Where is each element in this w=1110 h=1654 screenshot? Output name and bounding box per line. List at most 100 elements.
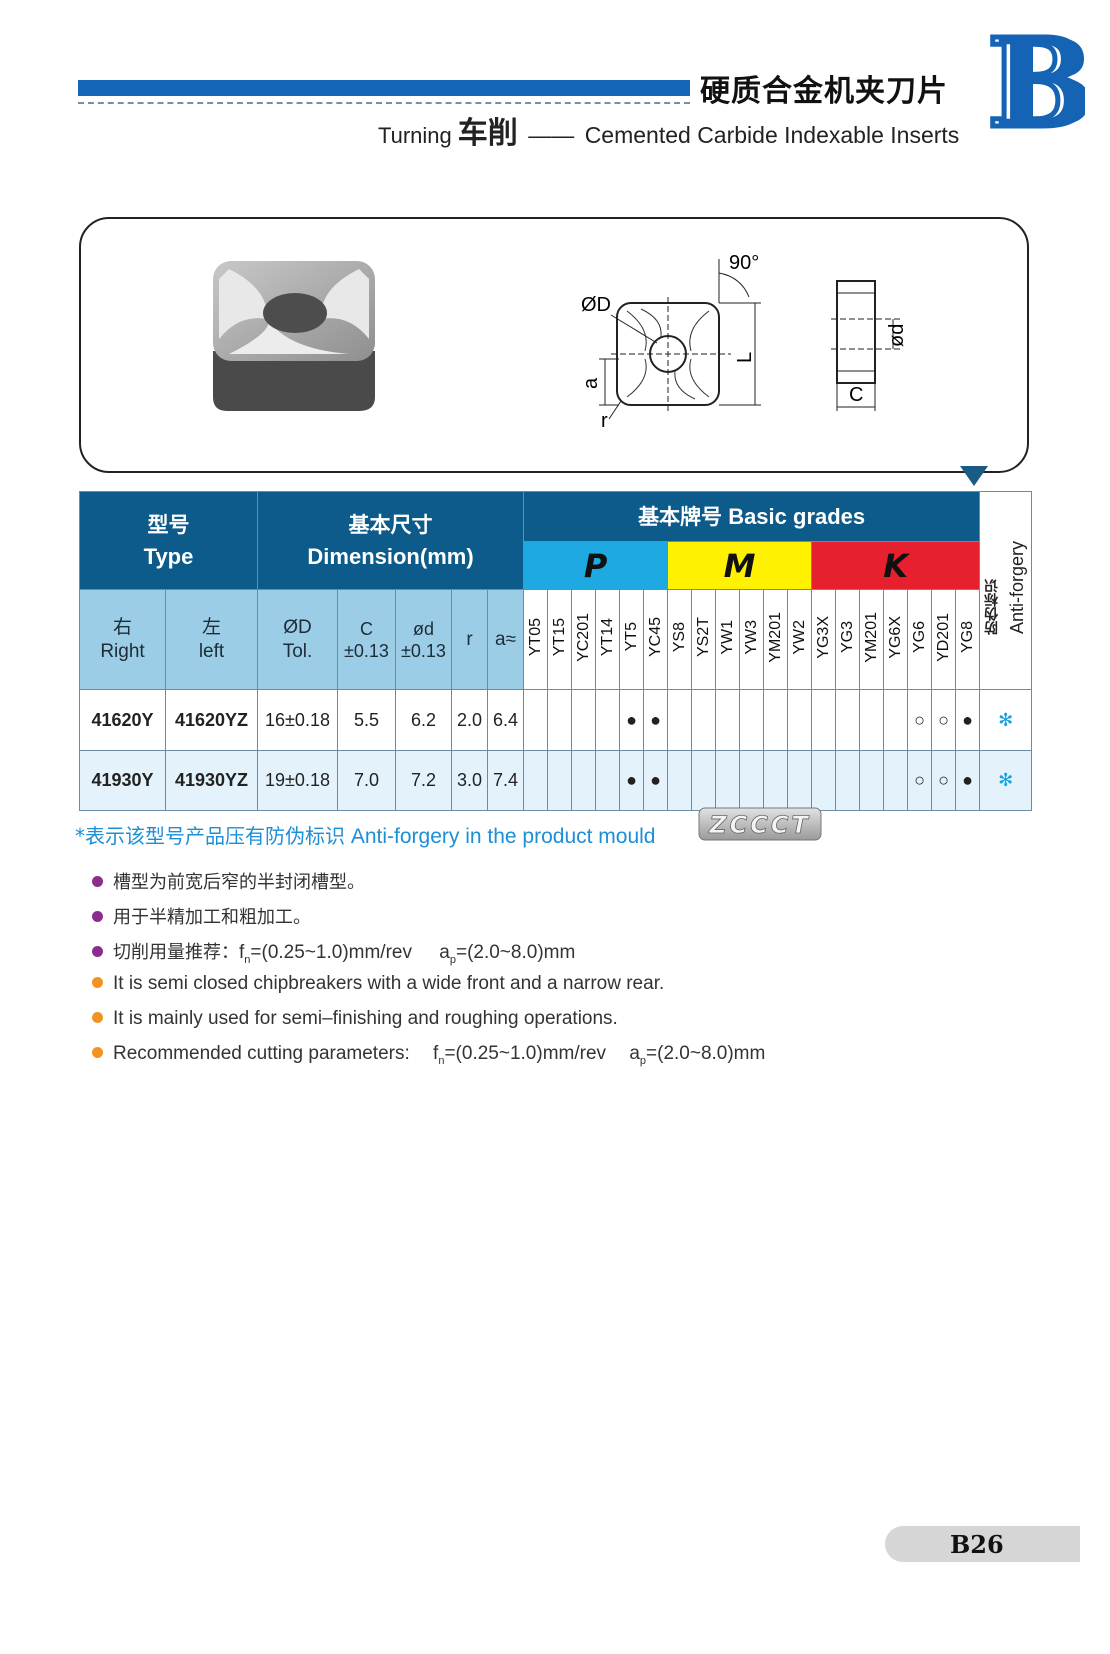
dim-label-r: r (601, 410, 608, 432)
spec-table: 型号 Type 基本尺寸 Dimension(mm) 基本牌号 Basic gr… (79, 491, 1033, 811)
section-letter: B (987, 26, 1085, 138)
thickness-header-2: ±0.13 (344, 640, 389, 661)
diameter-header: ØD Tol. (257, 589, 338, 690)
section-b-logo: B B (985, 26, 1085, 138)
grade-header: YS8 (667, 589, 693, 690)
grade-label: YT14 (598, 617, 616, 657)
grade-header: YM201 (763, 589, 789, 690)
thickness-header: C ±0.13 (337, 589, 396, 690)
feed-symbol: f (433, 1043, 439, 1064)
grade-mark: ● (643, 750, 669, 811)
grade-mark (523, 750, 549, 811)
grade-label: YC45 (646, 616, 664, 658)
bullet-text: It is semi closed chipbreakers with a wi… (113, 973, 665, 994)
bullet-item: 槽型为前宽后窄的半封闭槽型。 (92, 868, 365, 894)
grade-mark (715, 750, 741, 811)
grade-label: YM201 (766, 611, 784, 663)
top-view-drawing: L a r ØD 90° (581, 252, 761, 432)
grade-label: YG6 (910, 620, 928, 653)
grade-mark: ● (643, 689, 669, 751)
grade-header: YM201 (859, 589, 885, 690)
hole-header-1: ød (412, 618, 434, 639)
grade-header: YG8 (955, 589, 981, 690)
grade-label: YS8 (670, 621, 688, 653)
bullet-dot (92, 946, 103, 957)
bullet-item: 用于半精加工和粗加工。 (92, 903, 311, 929)
group-p-label: P (583, 546, 608, 585)
grade-header: YW1 (715, 589, 741, 690)
grade-mark: ● (619, 689, 645, 751)
thickness-header-1: C (360, 618, 373, 639)
subtitle-en: Cemented Carbide Indexable Inserts (584, 122, 960, 148)
note-en: Anti-forgery in the product mould (345, 825, 656, 848)
hole-header-2: ±0.13 (401, 640, 446, 661)
anti-forgery-star: ✻ (979, 750, 1033, 811)
grade-mark (715, 689, 741, 751)
grade-mark: ○ (931, 750, 957, 811)
grade-mark (787, 750, 813, 811)
grade-header: YC45 (643, 589, 669, 690)
cell-right-code: 41620Y (79, 689, 166, 751)
radius-header: r (451, 589, 488, 690)
type-header-en: Type (143, 543, 194, 569)
left-header-en: left (198, 640, 225, 662)
depth-symbol: a (629, 1043, 640, 1064)
dim-label-L: L (734, 352, 756, 363)
anti-forgery-en: Anti-forgery (1006, 541, 1027, 635)
grade-label: YS2T (694, 616, 712, 657)
grade-mark (883, 689, 909, 751)
grade-header: YT15 (547, 589, 573, 690)
grade-mark: ○ (907, 689, 933, 751)
subtitle-dash: —— (528, 122, 575, 148)
depth-subscript: p (449, 953, 456, 966)
grade-header: YG3X (811, 589, 837, 690)
grade-mark (667, 750, 693, 811)
cell-edge: 7.4 (486, 750, 525, 811)
type-header-cn: 型号 (147, 512, 190, 537)
table-row: 41930Y 41930YZ 19±0.18 7.0 7.2 3.0 7.4 ●… (79, 750, 1033, 811)
grades-header: 基本牌号 Basic grades (523, 491, 981, 542)
grade-label: YM201 (862, 611, 880, 663)
page-number-tab (885, 1526, 1080, 1562)
feed-value: =(0.25~1.0)mm/rev (250, 942, 412, 963)
dimension-header: 基本尺寸 Dimension(mm) (256, 491, 525, 590)
grade-mark (547, 689, 573, 751)
grade-label: YC201 (574, 612, 592, 662)
depth-symbol: a (439, 942, 450, 963)
type-header: 型号 Type (79, 491, 258, 590)
bullet-dot (92, 1012, 103, 1023)
right-header: 右 Right (79, 589, 166, 690)
right-header-en: Right (100, 640, 145, 662)
header-title-cn: 硬质合金机夹刀片 (700, 74, 948, 109)
cell-radius: 2.0 (451, 689, 488, 751)
grade-label: YG8 (958, 620, 976, 653)
cell-thickness: 7.0 (337, 750, 396, 811)
bullet-item: It is mainly used for semi–finishing and… (92, 1008, 618, 1030)
cell-diameter: 16±0.18 (257, 689, 338, 751)
grade-header: YG6X (883, 589, 909, 690)
grade-mark: ● (955, 689, 981, 751)
anti-forgery-marker (960, 466, 988, 486)
left-header: 左 left (165, 589, 258, 690)
dimension-header-en: Dimension(mm) (307, 543, 474, 569)
zccct-logo-stamp: ZCCCT (698, 807, 822, 841)
right-header-cn: 右 (112, 616, 132, 638)
insert-photo (213, 261, 375, 411)
grades-header-cn: 基本牌号 (638, 504, 723, 529)
grade-header: YS2T (691, 589, 717, 690)
grade-mark (787, 689, 813, 751)
cell-diameter: 19±0.18 (257, 750, 338, 811)
grade-mark (811, 689, 837, 751)
cell-hole: 6.2 (395, 689, 452, 751)
bullet-dot (92, 911, 103, 922)
grade-mark: ● (955, 750, 981, 811)
grade-label: YW3 (742, 619, 760, 655)
grade-mark (739, 750, 765, 811)
grade-mark (763, 750, 789, 811)
grade-mark (691, 689, 717, 751)
table-row: 41620Y 41620YZ 16±0.18 5.5 6.2 2.0 6.4 ●… (79, 689, 1033, 751)
anti-forgery-header: 防伪标识 Anti-forgery (979, 491, 1033, 690)
bullet-item: 切削用量推荐：fn=(0.25~1.0)mm/rev ap=(2.0~8.0)m… (92, 938, 575, 966)
grade-header: YG3 (835, 589, 861, 690)
